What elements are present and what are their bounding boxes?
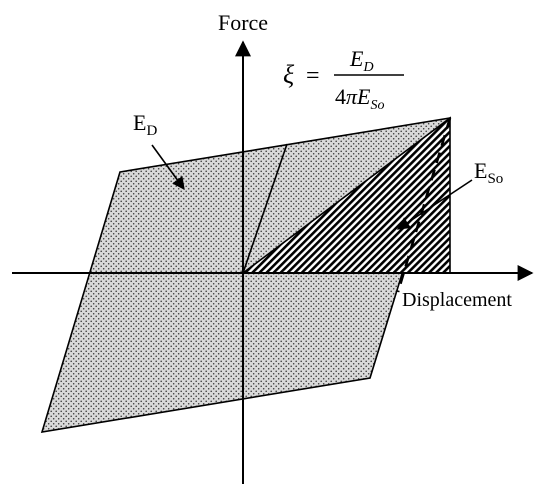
ed-pointer-arrow bbox=[151, 144, 185, 191]
ed-label: ED bbox=[133, 110, 157, 139]
loading-line bbox=[242, 143, 288, 274]
formula-denominator: 4πESo bbox=[335, 84, 384, 113]
formula-equals: = bbox=[306, 63, 320, 89]
x-axis-label: Displacement bbox=[402, 289, 512, 311]
eso-pointer-arrow bbox=[396, 179, 473, 230]
formula-xi: ξ bbox=[283, 60, 295, 89]
damping-ratio-formula: ξ = ED 4πESo bbox=[283, 46, 404, 113]
y-axis-label: Force bbox=[218, 10, 268, 35]
secant-dashed-line bbox=[396, 117, 452, 293]
formula-numerator: ED bbox=[349, 46, 374, 75]
eso-label: ESo bbox=[474, 158, 503, 187]
